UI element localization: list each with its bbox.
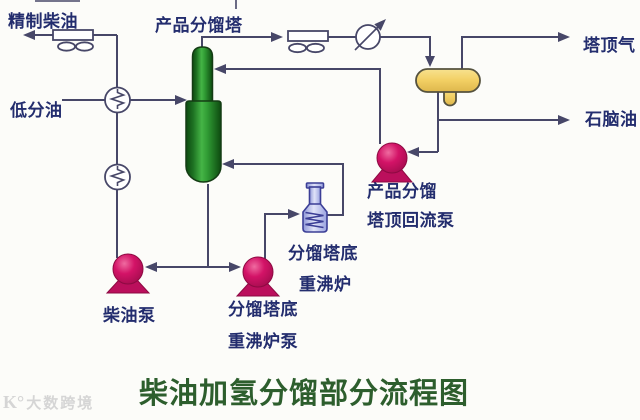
tower-top-gas-line bbox=[461, 36, 558, 69]
cooler-fan bbox=[288, 42, 307, 54]
cooler-fan bbox=[75, 41, 94, 52]
pump-casing bbox=[112, 253, 144, 285]
label-reflux-pump-line2: 塔顶回流泵 bbox=[367, 211, 455, 230]
watermark-text: 大数跨境 bbox=[26, 396, 95, 412]
drum-body bbox=[415, 68, 481, 93]
reboiler-furnace-icon bbox=[302, 182, 328, 233]
arrow-into-overhead-cooler bbox=[271, 32, 283, 42]
label-product-frac-tower: 产品分馏塔 bbox=[155, 16, 243, 35]
label-naphtha: 石脑油 bbox=[585, 110, 638, 129]
cooler-fan bbox=[57, 41, 76, 52]
flow-arrows bbox=[23, 30, 570, 272]
drum-liquid-and-naphtha-line bbox=[419, 91, 558, 153]
pipe-lines bbox=[35, 0, 558, 268]
fractionation-tower-vessel bbox=[185, 46, 222, 183]
heat-exchanger-icon-lower bbox=[104, 163, 131, 191]
arrow-tower-top-gas-out bbox=[558, 32, 570, 42]
label-reboiler-pump-line1: 分馏塔底 bbox=[228, 300, 298, 319]
arrow-into-diesel-pump bbox=[145, 262, 157, 272]
reboiler-return-line bbox=[234, 163, 344, 216]
exchanger-coil bbox=[108, 89, 126, 109]
reflux-drum-vessel bbox=[415, 68, 481, 107]
cooler-body bbox=[287, 30, 329, 42]
cooler-body bbox=[52, 29, 94, 41]
overhead-condenser-icon bbox=[354, 19, 386, 51]
heat-exchanger-icon-upper bbox=[104, 86, 131, 114]
edge-artifact-lines bbox=[35, 0, 237, 9]
condenser-arrow-shaft bbox=[354, 25, 380, 51]
arrow-into-reboiler-furnace bbox=[288, 209, 300, 219]
watermark-logo-icon: K° bbox=[3, 392, 25, 412]
pump-casing bbox=[376, 142, 408, 174]
exchanger-shell bbox=[104, 163, 131, 191]
label-reboiler-furnace-line1: 分馏塔底 bbox=[288, 244, 358, 263]
arrow-into-reflux-pump bbox=[407, 147, 419, 157]
label-reflux-pump-line1: 产品分馏 bbox=[367, 182, 437, 201]
arrow-naphtha-out bbox=[558, 115, 570, 125]
reflux-return-line bbox=[226, 68, 381, 144]
exchanger-shell bbox=[104, 86, 131, 114]
label-reboiler-furnace-line2: 重沸炉 bbox=[299, 275, 352, 294]
arrow-reflux-into-tower bbox=[214, 64, 226, 74]
arrow-reboiler-return-into-tower bbox=[222, 159, 234, 169]
pump-casing bbox=[242, 256, 274, 288]
tower-bottoms-line bbox=[157, 184, 229, 268]
diesel-pump-icon bbox=[105, 253, 151, 294]
arrow-feed-into-tower bbox=[175, 95, 187, 105]
diagram-title: 柴油加氢分馏部分流程图 bbox=[139, 378, 470, 410]
cooler-fan bbox=[306, 42, 325, 54]
reboiler-pump-icon bbox=[235, 256, 281, 297]
label-low-separator-oil: 低分油 bbox=[10, 101, 63, 120]
reflux-pump-icon bbox=[370, 142, 414, 183]
reboiler-feed-line bbox=[264, 213, 288, 260]
arrow-refined-diesel-out bbox=[23, 30, 35, 40]
watermark: K°大数跨境 bbox=[3, 392, 94, 414]
label-tower-top-gas: 塔顶气 bbox=[583, 36, 636, 55]
label-diesel-pump: 柴油泵 bbox=[103, 306, 156, 325]
arrow-into-reboiler-pump bbox=[229, 262, 241, 272]
air-cooler-overhead-icon bbox=[287, 30, 329, 54]
exchanger-coil bbox=[108, 166, 126, 186]
condenser-arrow-head bbox=[374, 19, 386, 31]
arrow-into-reflux-drum bbox=[425, 56, 435, 67]
air-cooler-refined-diesel-icon bbox=[52, 29, 94, 52]
label-reboiler-pump-line2: 重沸炉泵 bbox=[228, 332, 298, 351]
furnace-coil bbox=[305, 211, 324, 229]
tower-top-section bbox=[191, 46, 214, 107]
furnace-neck bbox=[308, 186, 322, 207]
tower-bottom-section bbox=[185, 100, 222, 183]
label-refined-diesel: 精制柴油 bbox=[8, 12, 78, 31]
